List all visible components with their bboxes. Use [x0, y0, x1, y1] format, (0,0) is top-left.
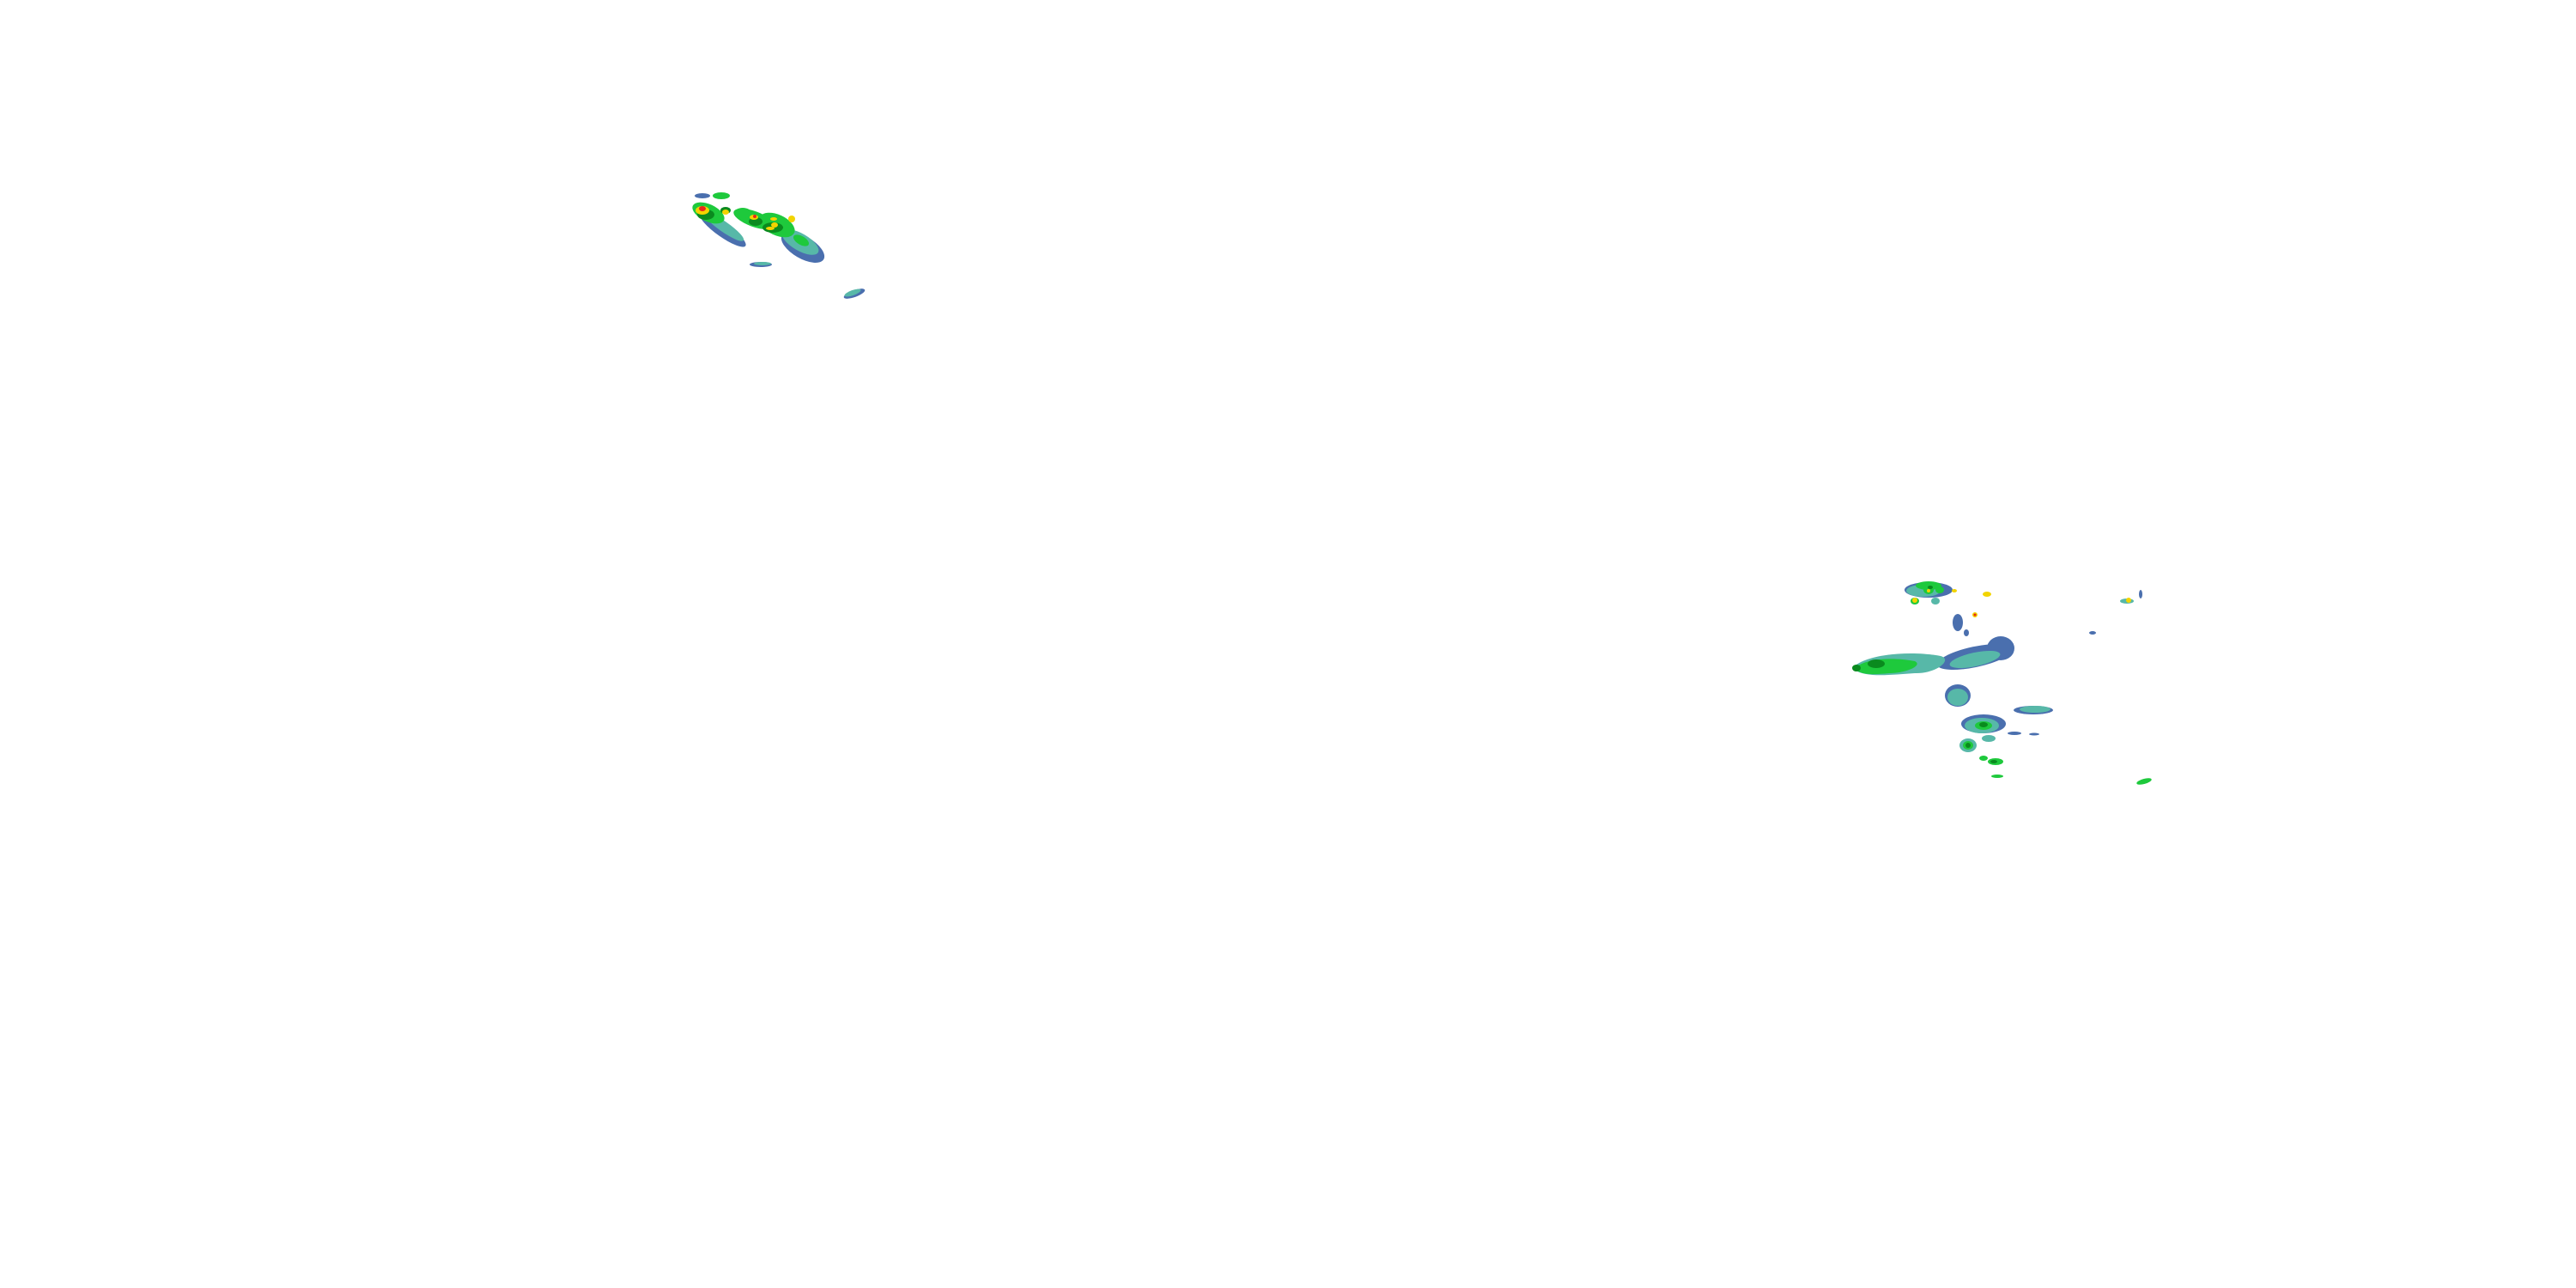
precip-red-core	[699, 206, 756, 218]
precip-green	[1855, 581, 2152, 785]
precip-dark-green	[1852, 586, 1997, 763]
storm-cluster-northwest	[692, 192, 866, 299]
storm-cluster-east	[1852, 581, 2152, 785]
precip-blue-edge	[695, 193, 866, 299]
precip-red-core	[1973, 613, 1977, 617]
precip-yellow	[1912, 589, 2131, 617]
